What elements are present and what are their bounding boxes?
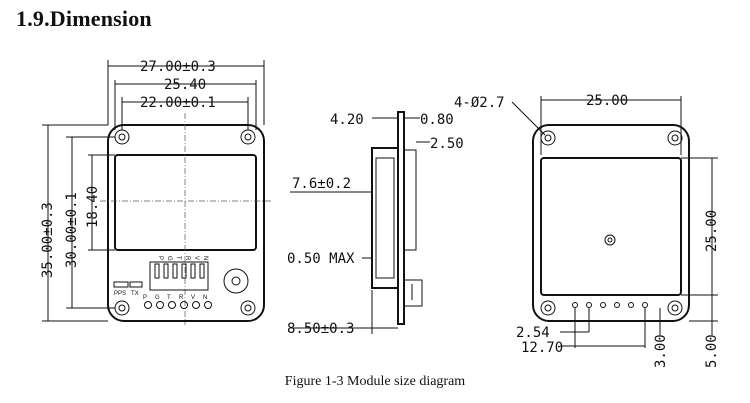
back-width: 25.00	[586, 93, 628, 109]
front-board-outline	[107, 124, 265, 322]
pin-label-top-n: N	[202, 256, 208, 260]
pin-label-pad-t: T	[167, 295, 171, 301]
side-dim-2-50: 2.50	[430, 136, 464, 152]
front-screen	[114, 154, 257, 251]
side-dim-0-50: 0.50 MAX	[287, 251, 355, 267]
side-dim-4-20: 4.20	[330, 112, 364, 128]
pin-label-pad-v: V	[191, 295, 195, 301]
side-glass	[403, 149, 417, 251]
front-pin-pads	[144, 301, 212, 309]
front-width-outer: 27.00±0.3	[140, 59, 216, 75]
pin-label-top-p: P	[157, 256, 163, 260]
back-pin-holes	[572, 302, 648, 308]
back-pitch: 2.54	[516, 325, 550, 341]
pin-label-pad-n: N	[203, 295, 207, 301]
side-view: 4.20 0.80 2.50 7.6±0.2 0.50 MAX 8.50±0.3	[287, 111, 464, 337]
front-height-screen: 18.40	[85, 186, 101, 228]
front-buzzer	[223, 268, 249, 294]
front-height-mid: 30.00±0.1	[64, 192, 80, 268]
pin-label-pad-g: G	[155, 295, 160, 301]
pin-label-top-v: V	[193, 256, 199, 260]
side-dim-7-6: 7.6±0.2	[292, 176, 351, 192]
side-dim-0-80: 0.80	[420, 112, 454, 128]
pin-label-pad-r: R	[179, 295, 184, 301]
pin-label-top-t: T	[175, 256, 181, 260]
silk-tx: TX	[131, 291, 139, 297]
back-height: 25.00	[704, 210, 720, 252]
section-title: 1.9.Dimension	[16, 6, 152, 31]
back-offset-5: 5.00	[704, 334, 720, 368]
front-width-mid: 25.40	[164, 77, 206, 93]
front-width-inner: 22.00±0.1	[140, 95, 216, 111]
back-pin-span: 12.70	[521, 340, 563, 356]
back-view: 4-Ø2.7 25.00 25.00 2.54 12.70 3.00 5.00	[454, 93, 720, 368]
side-screen-stack	[371, 147, 399, 289]
front-height-outer: 35.00±0.3	[40, 202, 56, 278]
side-dim-8-50: 8.50±0.3	[287, 321, 354, 337]
back-offset-3: 3.00	[653, 334, 669, 368]
front-connector	[149, 261, 209, 291]
back-board-outline	[532, 124, 690, 322]
figure-caption: Figure 1-3 Module size diagram	[284, 374, 466, 389]
front-connector-pins	[154, 263, 205, 279]
back-antenna-area	[540, 157, 682, 296]
pin-label-top-g: G	[166, 256, 172, 261]
silk-pps: PPS	[114, 291, 126, 297]
side-connector	[403, 279, 423, 307]
pin-label-top-r: R	[184, 256, 190, 261]
pin-label-pad-p: P	[143, 295, 147, 301]
back-feed-point	[604, 234, 616, 246]
back-hole-spec: 4-Ø2.7	[454, 95, 505, 111]
